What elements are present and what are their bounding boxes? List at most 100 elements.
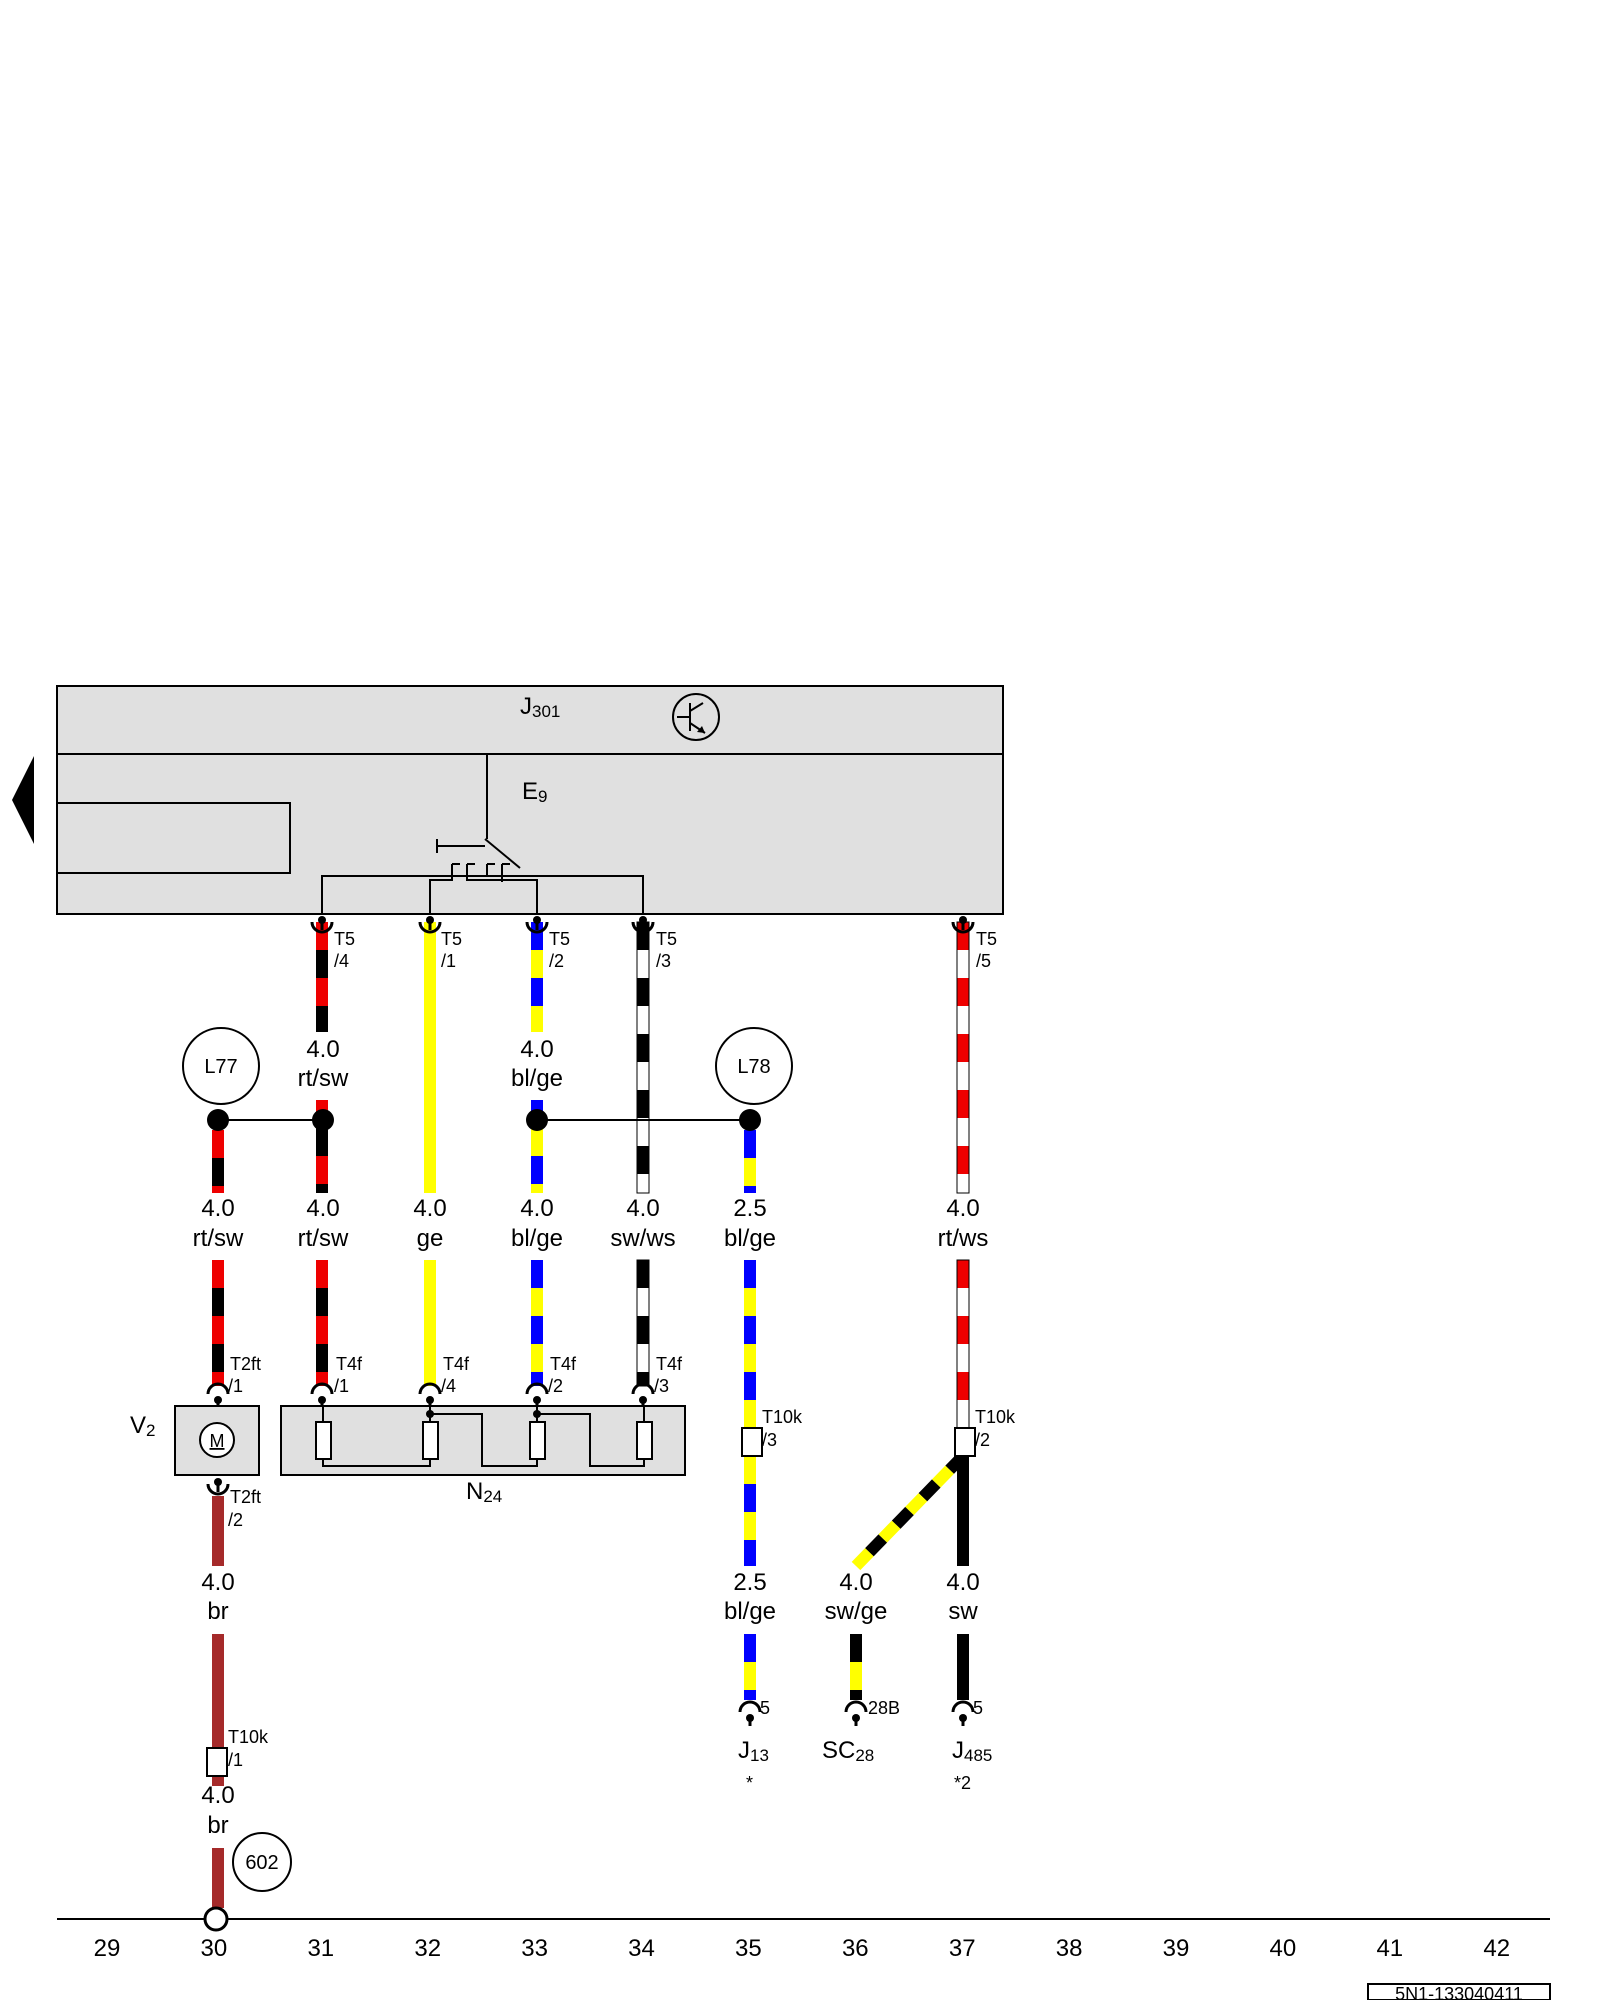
spec-layer: 4.0rt/sw4.0bl/ge4.0rt/sw4.0rt/sw4.0ge4.0… — [193, 1036, 989, 1839]
wire-segment-w36b-diagonal — [851, 1451, 968, 1571]
column-number: 33 — [521, 1935, 548, 1962]
wire-segment-w35 — [744, 1130, 756, 1193]
wire-segment-w32 — [424, 1260, 436, 1386]
wire-color-label: ge — [417, 1225, 444, 1252]
wire-color-label: bl/ge — [511, 1065, 563, 1092]
t5-1-label: T5 — [441, 929, 462, 949]
t5-4-label: T5 — [334, 929, 355, 949]
t5-4-pin: /4 — [334, 951, 349, 971]
wire-segment-w34 — [636, 1259, 650, 1387]
column-number: 39 — [1163, 1935, 1190, 1962]
j485-note: *2 — [954, 1773, 971, 1793]
doc-code-box — [1367, 1983, 1551, 2000]
n24-node — [426, 1410, 434, 1418]
column-number: 38 — [1056, 1935, 1083, 1962]
j485-label: J485 — [952, 1737, 992, 1765]
column-number: 35 — [735, 1935, 762, 1962]
n24-label: N24 — [466, 1478, 502, 1506]
t5-5-label: T5 — [976, 929, 997, 949]
column-number: 34 — [628, 1935, 655, 1962]
wire-segment-w34 — [636, 921, 650, 1194]
l78-label: L78 — [737, 1056, 770, 1078]
j13-note: * — [746, 1773, 753, 1793]
t5-2-pin: /2 — [549, 951, 564, 971]
column-number: 36 — [842, 1935, 869, 1962]
j301-label: J301 — [520, 693, 560, 721]
splice-dot — [739, 1109, 761, 1131]
splice-dot — [526, 1109, 548, 1131]
j13-label: J13 — [738, 1737, 769, 1765]
t4f-4-label: T4f — [443, 1354, 470, 1374]
t5-3-pin: /3 — [656, 951, 671, 971]
wire-size-label: 2.5 — [733, 1195, 766, 1222]
ground-terminal — [203, 1906, 229, 1932]
terminal-socket-icon — [418, 916, 442, 934]
wire-color-label: rt/sw — [193, 1225, 244, 1252]
wire-size-label: 4.0 — [201, 1782, 234, 1809]
terminal-socket-icon — [951, 916, 975, 934]
wire-segment-w33 — [531, 1260, 543, 1386]
wire-segment-w31 — [316, 1260, 328, 1386]
wire-segment-w30 — [212, 1260, 224, 1386]
column-number: 29 — [94, 1935, 121, 1962]
t4f-3-label: T4f — [656, 1354, 683, 1374]
wire-size-label: 4.0 — [306, 1195, 339, 1222]
column-number: 31 — [307, 1935, 334, 1962]
t4f-3-pin: /3 — [654, 1376, 669, 1396]
terminal-socket-icon — [631, 916, 655, 934]
t2ft-2-label: T2ft — [230, 1487, 261, 1507]
wire-color-label: br — [207, 1598, 228, 1625]
continuation-arrow-icon — [12, 756, 34, 844]
t10k-1-pin: /1 — [228, 1750, 243, 1770]
t10k-3-label: T10k — [762, 1407, 803, 1427]
wire-color-label: sw/ws — [610, 1225, 675, 1252]
sc28-label: SC28 — [822, 1737, 874, 1765]
electronic-symbol-icon — [672, 693, 720, 741]
wire-size-label: 2.5 — [733, 1569, 766, 1596]
wire-segment-w37b — [957, 1634, 969, 1700]
terminal-socket-icon — [206, 1382, 230, 1408]
t4f-2-label: T4f — [550, 1354, 577, 1374]
terminal-socket-icon — [525, 916, 549, 934]
l77-circle — [182, 1027, 260, 1105]
wire-color-label: bl/ge — [724, 1225, 776, 1252]
wire-segment-w33top — [531, 922, 543, 1032]
t2ft-1-pin: /1 — [228, 1376, 243, 1396]
terminal-socket-icon — [631, 1382, 655, 1408]
wire-size-label: 4.0 — [413, 1195, 446, 1222]
column-number: 41 — [1376, 1935, 1403, 1962]
wire-segment-w30b — [212, 1496, 224, 1566]
wire-size-label: 4.0 — [946, 1569, 979, 1596]
wire-size-label: 4.0 — [306, 1036, 339, 1063]
t10k-1-label: T10k — [228, 1727, 269, 1747]
wire-layer — [212, 921, 970, 1908]
wire-segment-w30 — [212, 1130, 224, 1193]
wire-color-label: bl/ge — [511, 1225, 563, 1252]
wire-size-label: 4.0 — [839, 1569, 872, 1596]
t5-1-pin: /1 — [441, 951, 456, 971]
t4f-1-pin: /1 — [334, 1376, 349, 1396]
wire-size-label: 4.0 — [946, 1195, 979, 1222]
doc-code: 5N1-133040411 — [1395, 1984, 1523, 2000]
terminal-socket-icon — [418, 1382, 442, 1408]
wire-color-label: rt/sw — [298, 1065, 349, 1092]
wire-segment-w37b — [957, 1456, 969, 1566]
l78-circle — [715, 1027, 793, 1105]
ground-602-circle — [232, 1832, 292, 1892]
t5-2-label: T5 — [549, 929, 570, 949]
wire-color-label: rt/ws — [938, 1225, 989, 1252]
wire-segment-w37 — [956, 921, 970, 1194]
terminal-socket-icon — [206, 1478, 230, 1496]
column-number: 30 — [201, 1935, 228, 1962]
t5-5-pin: /5 — [976, 951, 991, 971]
wire-color-label: br — [207, 1812, 228, 1839]
wire-size-label: 4.0 — [626, 1195, 659, 1222]
t10k-3-pin: /3 — [762, 1430, 777, 1450]
terminal-socket-icon — [951, 1700, 975, 1726]
v2-label: V2 — [130, 1412, 155, 1440]
terminal-socket-icon — [525, 1382, 549, 1408]
wire-color-label: bl/ge — [724, 1598, 776, 1625]
wire-color-label: sw/ge — [825, 1598, 888, 1625]
t2ft-2-pin: /2 — [228, 1510, 243, 1530]
